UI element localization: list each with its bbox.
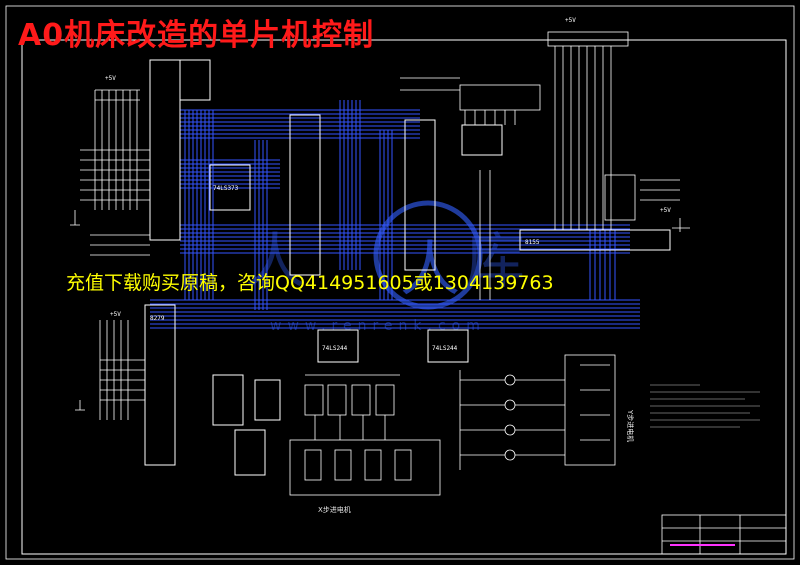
power-label-b: +5V [105,75,116,82]
buffer-74ls244-a-chip [317,329,359,363]
gate-chip-b [234,429,266,476]
chip-74ls244-a-label: 74LS244 [322,345,348,352]
keyboard-8279-chip [144,304,176,466]
power-label-c: +5V [110,311,121,318]
clock-chip [179,59,211,101]
x-stepper-label: X步进电机 [318,505,351,514]
eprom-2764-chip [289,114,321,276]
gate-chip-a [212,374,244,426]
drawing-frame [21,39,787,555]
chip-8279-label: 8279 [150,315,165,322]
decoder-chip [461,124,503,156]
technical-notes-lines [650,384,760,428]
power-label-a: +5V [565,17,576,24]
drawing-title: A0机床改造的单片机控制 [18,18,375,53]
latch-74ls373-chip [209,164,251,211]
led-display-network [70,89,150,420]
chip-74ls373-label: 74LS373 [213,185,239,192]
top-right-resistor-array [400,31,690,300]
y-stepper-label: Y步进电机 [626,409,635,442]
svg-text:库: 库 [465,227,525,297]
cpu-8031-chip [149,59,181,241]
outer-border [5,5,795,560]
ram-6264-chip [404,119,436,271]
x-stepper-driver-block [289,374,441,496]
promo-banner-text: 充值下载购买原稿，咨询QQ414951605或1304139763 [66,272,554,294]
gate-chip-c [254,379,281,421]
buffer-74ls244-b-chip [427,329,469,363]
power-label-d: +5V [660,207,671,214]
chip-74ls244-b-label: 74LS244 [432,345,458,352]
chip-8155-label: 8155 [525,239,540,246]
title-block [661,514,787,555]
y-stepper-driver-block [459,354,616,470]
